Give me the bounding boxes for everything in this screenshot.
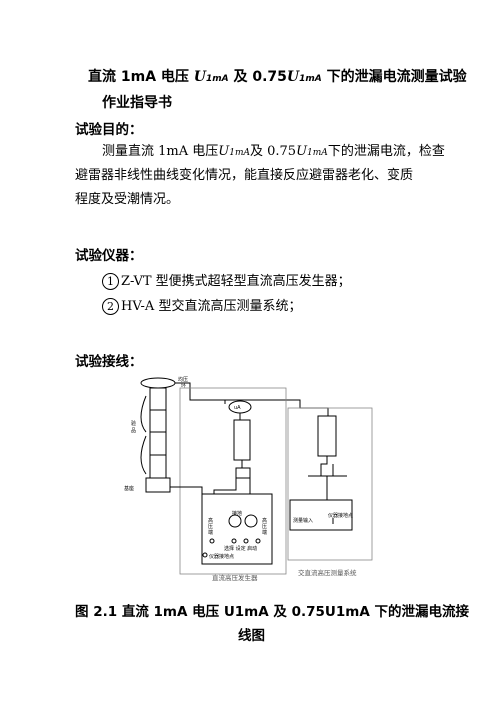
measurement-divider [317,415,337,457]
label-gen-ground: 接地 [232,510,242,517]
label-ring-2: 环 [181,383,186,389]
arrester-base [145,477,171,493]
label-ring-1: 均压 [178,376,188,383]
label-gen-controls: 选择 设定 启动 [224,545,257,552]
generator-hv-column [233,419,251,461]
label-gen-hv-left-2: 压 [208,524,213,530]
label-arrester-2: 品 [131,428,136,434]
label-gen-hv-left-3: 端 [208,529,213,536]
label-meas-input: 测量输入 [293,517,313,524]
generator-region [179,387,287,575]
arrester-column [149,387,167,479]
purpose-line-1: 测量直流 1mA 电压U1mA及 0.75U1mA下的泄漏电流，检查 [102,144,445,159]
document-title: 直流 1mA 电压 U1mA 及 0.75U1mA 下的泄漏电流测量试验 [88,69,467,85]
caption-measurement-system: 交直流高压测量系统 [298,568,357,577]
label-meter: uA [234,405,241,411]
purpose-heading: 试验目的： [75,122,143,138]
instruments-heading: 试验仪器： [75,248,143,264]
measurement-region [287,407,373,561]
label-gen-ground-point: 仪器接地点 [209,553,234,560]
measurement-box [289,499,353,531]
grading-ring [140,377,176,389]
label-gen-hv-right-2: 压 [262,524,267,530]
label-gen-hv-left-1: 高 [208,517,213,524]
item-number-badge: 1 [102,273,119,290]
label-base: 基座 [124,485,134,492]
caption-dc-generator: 直流高压发生器 [212,573,258,582]
purpose-line-3: 程度及受潮情况。 [75,192,180,207]
figure-caption-line-2: 线图 [238,628,265,644]
label-meas-ground-point: 仪器接地点 [328,512,353,519]
label-gen-hv-right-1: 高 [262,517,267,524]
item-number-badge: 2 [102,298,119,315]
label-gen-hv-right-3: 端 [262,529,267,536]
label-arrester-1: 验 [131,420,136,427]
document-subtitle: 作业指导书 [102,95,172,111]
figure-caption-line-1: 图 2.1 直流 1mA 电压 U1mA 及 0.75U1mA 下的泄漏电流接 [75,604,469,620]
wiring-heading: 试验接线： [75,354,143,370]
purpose-line-2: 避雷器非线性曲线变化情况，能直接反应避雷器老化、变质 [75,168,414,183]
